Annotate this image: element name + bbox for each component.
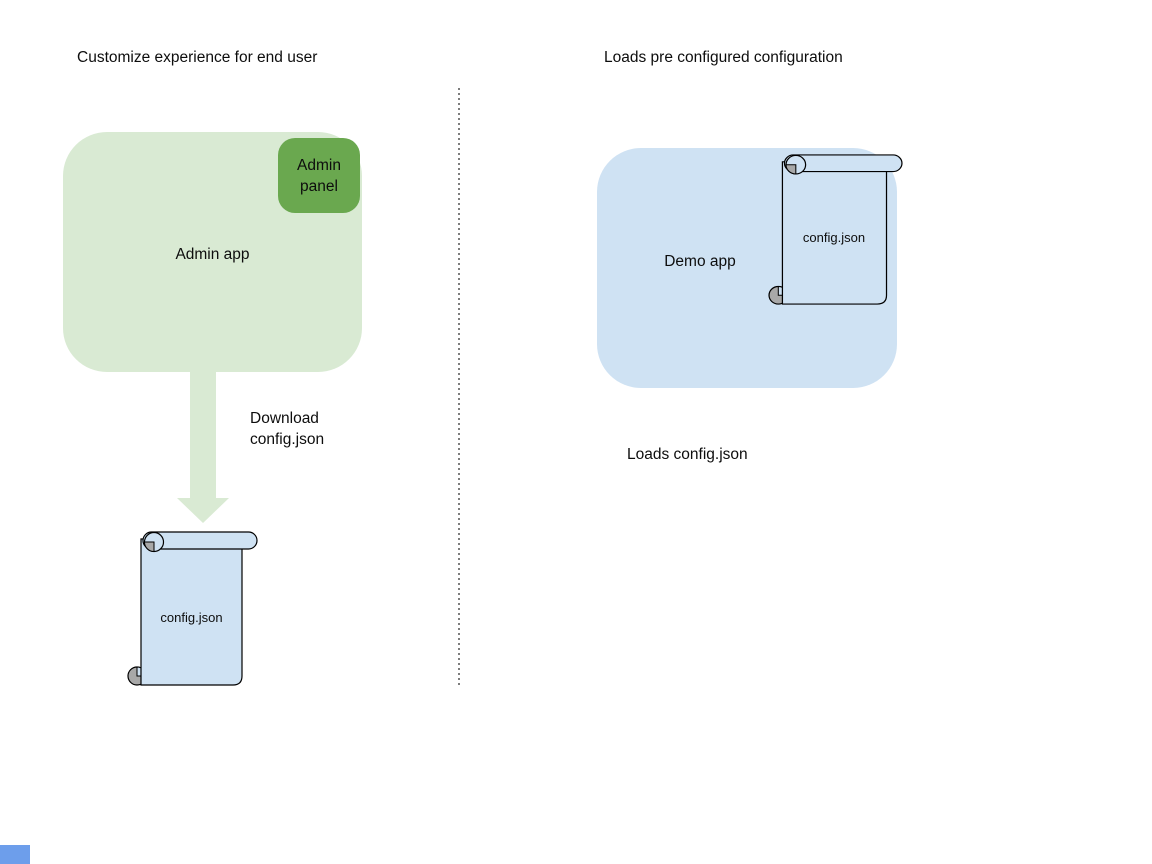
demo-app-label: Demo app: [664, 253, 736, 270]
config-json-label: config.json: [802, 230, 866, 245]
right-section-title: Loads pre configured configuration: [604, 49, 843, 66]
admin-panel-label: Admin panel: [297, 156, 341, 195]
loads-config-caption: Loads config.json: [627, 446, 748, 463]
section-divider: [458, 88, 460, 686]
left-section-title: Customize experience for end user: [77, 49, 318, 66]
download-config-label: Download config.json: [250, 410, 325, 448]
admin-panel-box: Admin panel: [278, 138, 360, 213]
download-arrow-icon: [177, 372, 229, 523]
cropped-shape-bottom-left: [0, 845, 30, 864]
admin-app-label: Admin app: [175, 246, 250, 263]
config-json-label: config.json: [160, 609, 223, 625]
